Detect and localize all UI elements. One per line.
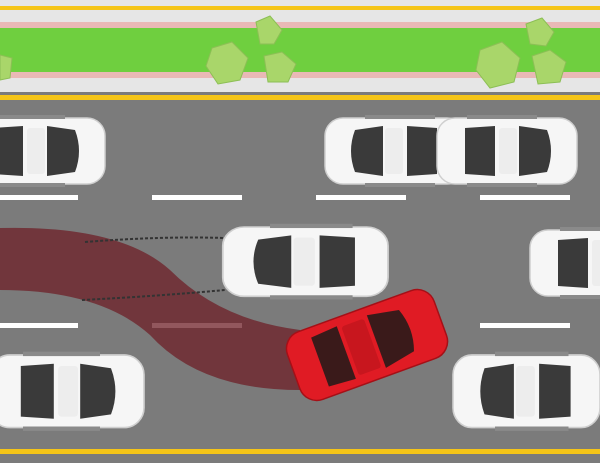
- tree-icons: [0, 15, 567, 89]
- top-yellow-line: [0, 6, 600, 10]
- road-yellow-line-bottom: [0, 449, 600, 454]
- skid-trail: [0, 227, 300, 390]
- top-shoulder: [0, 0, 600, 22]
- road-yellow-line-top: [0, 95, 600, 100]
- red-car-icon: [285, 288, 449, 402]
- tire-marks: [81, 236, 226, 301]
